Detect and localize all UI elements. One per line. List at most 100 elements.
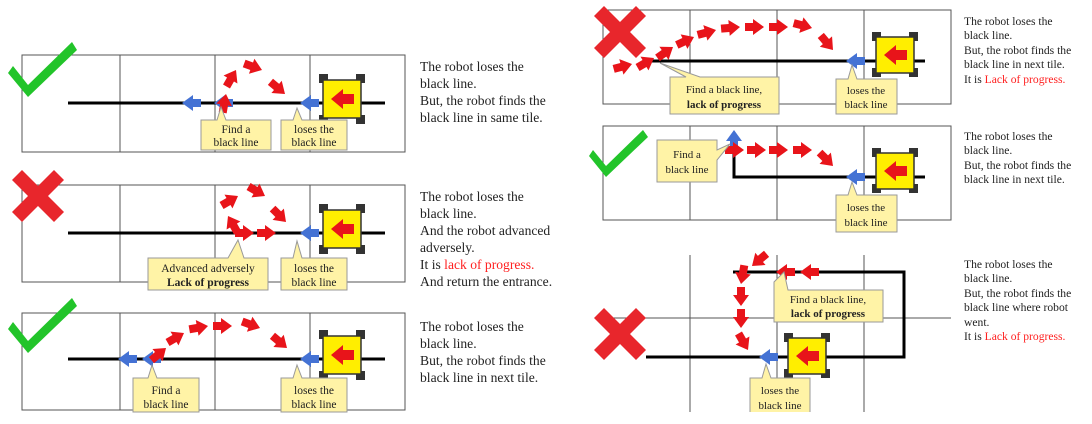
lack-of-progress-highlight: Lack of progress. [984,72,1066,86]
tile-grid-frame [21,312,406,411]
scenario-2-description: The robot loses the black line. And the … [420,188,552,290]
callout-line: Find a [151,385,180,397]
callout-find: Find a black line [132,363,200,413]
callout-line: loses the [294,385,334,397]
callout-loses: loses the black line [280,363,348,413]
scenario-3: Find a black line loses the black line [8,298,406,413]
scenario-5: Find a black line loses the black line [589,125,952,233]
desc-line: black line in next tile. [420,370,539,385]
desc-line: The robot loses the [964,130,1053,143]
robot-icon [872,32,918,77]
desc-line: The robot loses the [420,59,524,74]
scenario-4-description: The robot loses the black line. But, the… [964,15,1071,87]
desc-line: It is Lack of progress. [964,330,1071,344]
desc-line: But, the robot finds the [420,353,546,368]
robot-icon [319,74,365,124]
desc-line: black line. [964,144,1013,158]
desc-line: The robot loses the [964,15,1053,28]
check-mark-icon [589,130,648,177]
callout-line: Find a black line, [790,294,867,306]
arrow-icon [612,17,865,75]
callout-line: lack of progress [791,308,866,320]
callout-loses: loses the black line [835,180,898,233]
callout-line: black line [213,137,258,149]
desc-line: And the robot advanced [420,223,551,238]
desc-line: black line. [964,272,1013,286]
callout-line: black line [291,399,336,411]
arrow-icon [118,316,319,367]
desc-line: black line. [420,76,477,91]
desc-line: But, the robot finds the [964,286,1072,300]
scenario-1-description: The robot loses the black line. But, the… [420,58,546,126]
callout-line: loses the [847,85,885,97]
robot-icon [872,148,918,193]
arrow-icon [182,58,319,114]
desc-line: But, the robot finds the [420,93,546,108]
callout-line: loses the [761,385,799,397]
cross-mark-icon [594,6,646,58]
callout-line: Lack of progress [167,277,250,289]
callout-line: Find a [673,149,701,161]
callout-line: black line [665,164,708,176]
callout-loses: loses the black line [835,63,898,115]
callout-line: Advanced adversely [161,263,255,275]
callout-find: Find a black line [656,139,731,183]
desc-line: But, the robot finds the [964,43,1072,57]
desc-line: black line in next tile. [964,173,1065,187]
scenario-3-description: The robot loses the black line. But, the… [420,318,546,386]
desc-line: It is Lack of progress. [964,73,1071,87]
scenario-6-description: The robot loses the black line. But, the… [964,258,1071,344]
callout-find: Find a black line, lack of progress [659,62,780,115]
desc-line: black line. [420,206,477,221]
callout-line: lack of progress [687,99,762,111]
arrow-icon [219,183,319,241]
svg-text:Find a black line,lack of prog: Find a black line, lack of progress [686,84,763,111]
robot-icon [319,204,365,254]
lack-of-progress-highlight: Lack of progress. [984,330,1066,344]
desc-line: The robot loses the [964,258,1053,271]
desc-line: black line. [420,336,477,351]
lack-of-progress-highlight: lack of progress. [444,257,535,272]
robot-icon [784,333,830,378]
desc-line: And return the entrance. [420,274,553,289]
callout-find: Find a black line, lack of progress [773,271,884,323]
desc-line: black line where robot [964,301,1068,315]
desc-line: black line in next tile. [964,58,1065,72]
check-mark-icon [8,298,77,353]
arrow-icon [733,250,819,365]
scenario-6: Find a black line, lack of progress loses… [594,250,951,412]
callout-line: loses the [294,124,334,136]
callout-line: black line [844,99,887,111]
desc-line: adversely. [420,240,475,255]
callout-line: Find a black line, [686,84,763,96]
callout-line: black line [143,399,188,411]
callout-line: black line [844,217,887,229]
callout-line: loses the [847,202,885,214]
cross-mark-icon [12,170,64,222]
desc-line: black line. [964,29,1013,43]
scenario-5-description: The robot loses the black line. But, the… [964,130,1071,188]
callout-line: loses the [294,263,334,275]
desc-line: black line in same tile. [420,110,543,125]
cross-mark-icon [594,308,646,360]
desc-prefix: It is [420,257,445,272]
desc-line: It is lack of progress. [420,256,552,273]
desc-line: The robot loses the [420,319,524,334]
check-mark-icon [8,42,77,97]
